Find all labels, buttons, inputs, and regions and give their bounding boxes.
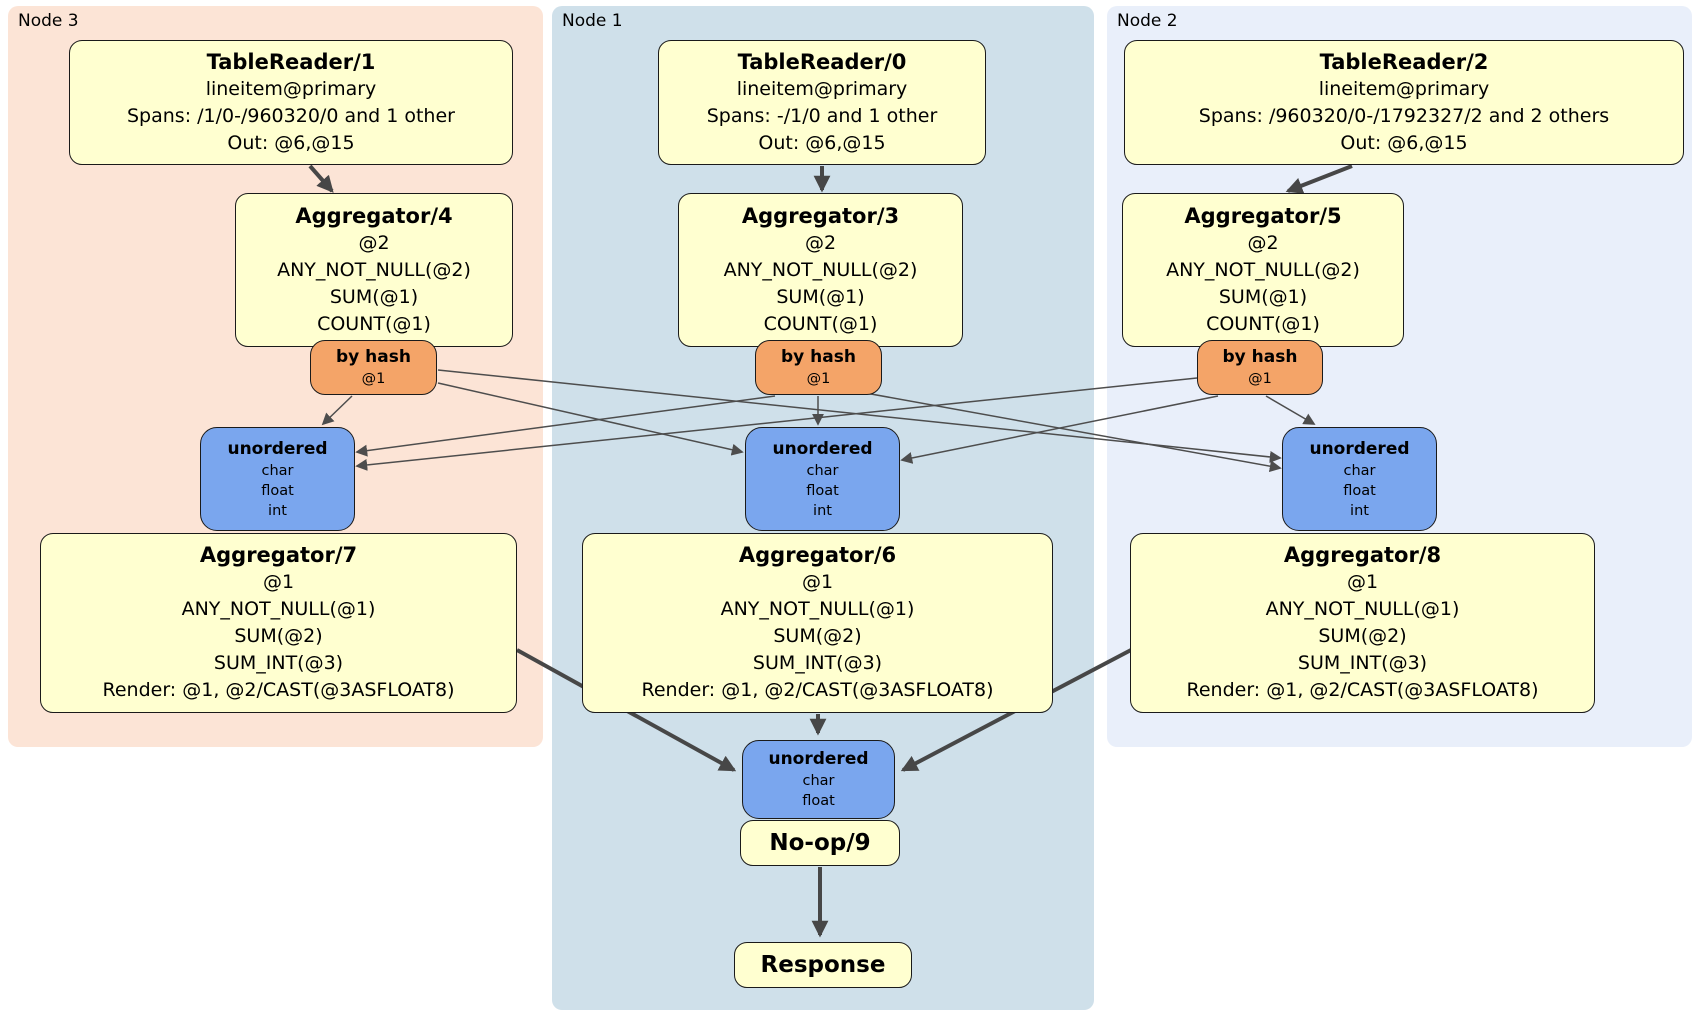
node-line: lineitem@primary — [1318, 77, 1490, 100]
sync-line: float — [261, 482, 294, 499]
sync-unordered-8: unordered char float int — [1282, 427, 1437, 531]
sync-line: char — [1343, 462, 1376, 479]
node-aggregator-3: Aggregator/3 @2 ANY_NOT_NULL(@2) SUM(@1)… — [678, 193, 963, 347]
node-line: ANY_NOT_NULL(@1) — [181, 598, 376, 620]
node-line: COUNT(@1) — [763, 312, 878, 335]
router-by-hash-4: by hash @1 — [310, 340, 437, 395]
node-line: ANY_NOT_NULL(@2) — [723, 258, 918, 281]
edge-tr1-agg4 — [308, 164, 334, 193]
sync-line: int — [1350, 502, 1369, 519]
node-line: Out: @6,@15 — [227, 131, 355, 154]
node-response: Response — [734, 942, 912, 988]
node-line: Render: @1, @2/CAST(@3ASFLOAT8) — [641, 679, 994, 701]
node-line: @1 — [801, 571, 834, 593]
node-line: SUM(@2) — [234, 625, 323, 647]
node3-label: Node 3 — [18, 11, 79, 31]
sync-unordered-final: unordered char float — [742, 740, 895, 819]
node-title: TableReader/0 — [737, 49, 907, 74]
sync-line: float — [802, 793, 835, 809]
edge-hash3-un8 — [859, 391, 1282, 473]
node-title: Aggregator/5 — [1184, 203, 1342, 228]
node-line: ANY_NOT_NULL(@2) — [277, 258, 471, 281]
node-line: ANY_NOT_NULL(@1) — [1265, 598, 1460, 620]
node-title: Response — [760, 952, 886, 978]
edge-hash3-un7 — [355, 395, 776, 457]
node-line: @1 — [1346, 571, 1379, 593]
node-aggregator-6: Aggregator/6 @1 ANY_NOT_NULL(@1) SUM(@2)… — [582, 533, 1053, 713]
node-line: @2 — [358, 231, 390, 254]
node-line: COUNT(@1) — [317, 312, 431, 335]
node-line: ANY_NOT_NULL(@1) — [720, 598, 915, 620]
node-title: Aggregator/3 — [741, 203, 900, 228]
sync-line: float — [806, 482, 839, 499]
node-aggregator-8: Aggregator/8 @1 ANY_NOT_NULL(@1) SUM(@2)… — [1130, 533, 1595, 713]
router-line: @1 — [1248, 371, 1272, 387]
node-line: SUM(@2) — [773, 625, 862, 647]
router-by-hash-5: by hash @1 — [1197, 340, 1323, 395]
node-line: SUM(@1) — [329, 285, 419, 308]
router-line: @1 — [806, 371, 831, 387]
node-line: lineitem@primary — [736, 77, 908, 100]
edge-hash5-un6 — [900, 395, 1219, 464]
router-title: by hash — [1222, 347, 1298, 367]
router-title: by hash — [336, 347, 411, 367]
node-line: SUM(@1) — [1218, 285, 1308, 308]
edge-hash5-un7 — [355, 377, 1198, 471]
node-line: @1 — [262, 571, 295, 593]
node-line: SUM_INT(@3) — [752, 652, 883, 674]
sync-line: char — [802, 773, 835, 789]
edge-hash4-un6 — [437, 382, 744, 456]
node-line: Spans: /1/0-/960320/0 and 1 other — [127, 104, 455, 127]
router-by-hash-3: by hash @1 — [755, 340, 882, 395]
sync-line: char — [261, 462, 294, 479]
node-line: Out: @6,@15 — [1340, 131, 1468, 154]
node-aggregator-7: Aggregator/7 @1 ANY_NOT_NULL(@1) SUM(@2)… — [40, 533, 517, 713]
edge-tr2-agg5 — [1285, 164, 1353, 194]
node-line: COUNT(@1) — [1206, 312, 1320, 335]
node-line: Spans: -/1/0 and 1 other — [706, 104, 938, 127]
node-noop-9: No-op/9 — [740, 820, 900, 866]
node-title: Aggregator/6 — [738, 543, 897, 567]
edge-hash4-un7 — [321, 395, 353, 426]
node-aggregator-4: Aggregator/4 @2 ANY_NOT_NULL(@2) SUM(@1)… — [235, 193, 513, 347]
node-line: @2 — [1247, 231, 1279, 254]
router-title: by hash — [781, 347, 856, 367]
sync-title: unordered — [772, 438, 873, 459]
sync-line: char — [806, 462, 839, 479]
node2-label: Node 2 — [1117, 11, 1178, 31]
node-line: lineitem@primary — [205, 77, 377, 100]
node1-label: Node 1 — [562, 11, 623, 31]
node-aggregator-5: Aggregator/5 @2 ANY_NOT_NULL(@2) SUM(@1)… — [1122, 193, 1404, 347]
sync-title: unordered — [1309, 438, 1410, 459]
node-tablereader-0: TableReader/0 lineitem@primary Spans: -/… — [658, 40, 986, 165]
sync-line: float — [1343, 482, 1376, 499]
node-line: @2 — [804, 231, 837, 254]
node-title: Aggregator/8 — [1283, 543, 1442, 567]
sync-unordered-6: unordered char float int — [745, 427, 900, 531]
node-title: Aggregator/7 — [199, 543, 358, 567]
node-line: ANY_NOT_NULL(@2) — [1166, 258, 1360, 281]
node-line: Out: @6,@15 — [758, 131, 886, 154]
node-line: SUM_INT(@3) — [213, 652, 344, 674]
sync-title: unordered — [227, 438, 328, 459]
node-tablereader-1: TableReader/1 lineitem@primary Spans: /1… — [69, 40, 513, 165]
node-tablereader-2: TableReader/2 lineitem@primary Spans: /9… — [1124, 40, 1684, 165]
node-line: Render: @1, @2/CAST(@3ASFLOAT8) — [102, 679, 455, 701]
router-line: @1 — [361, 371, 386, 387]
sync-line: int — [813, 502, 832, 519]
sync-unordered-7: unordered char float int — [200, 427, 355, 531]
edge-hash5-un8 — [1265, 395, 1316, 425]
node-line: SUM(@1) — [776, 285, 865, 308]
node-line: Render: @1, @2/CAST(@3ASFLOAT8) — [1186, 679, 1539, 701]
sync-line: int — [268, 502, 287, 519]
node-line: SUM_INT(@3) — [1297, 652, 1428, 674]
node-line: Spans: /960320/0-/1792327/2 and 2 others — [1198, 104, 1610, 127]
node-title: TableReader/1 — [206, 49, 376, 74]
sync-title: unordered — [768, 749, 869, 769]
node-title: Aggregator/4 — [295, 203, 453, 228]
node-title: No-op/9 — [769, 830, 871, 856]
node-title: TableReader/2 — [1319, 49, 1489, 74]
node-line: SUM(@2) — [1318, 625, 1407, 647]
